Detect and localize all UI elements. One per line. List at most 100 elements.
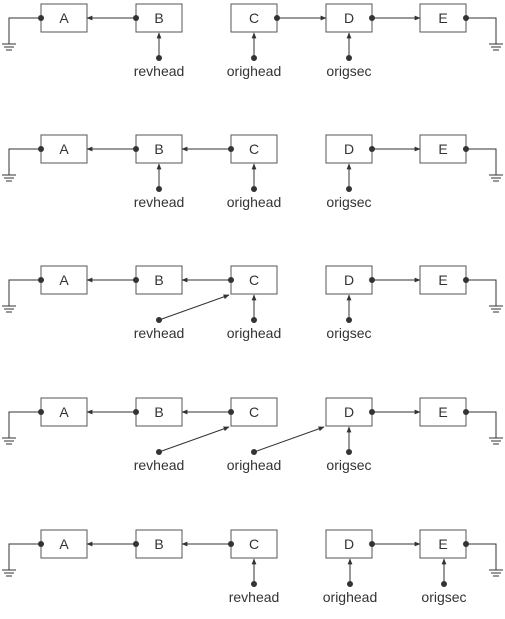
pointer-origsec: origsec bbox=[421, 559, 466, 605]
node-label: A bbox=[59, 272, 69, 288]
null-ground-a bbox=[2, 277, 44, 312]
null-ground-e bbox=[463, 277, 503, 312]
node-label: D bbox=[344, 536, 354, 552]
node-label: D bbox=[344, 10, 354, 26]
node-b: B bbox=[136, 4, 182, 32]
null-ground-a bbox=[2, 541, 44, 576]
node-a: A bbox=[41, 530, 87, 558]
node-b: B bbox=[136, 530, 182, 558]
link-c-to-b bbox=[182, 409, 234, 415]
pointer-label: origsec bbox=[326, 194, 371, 210]
pointer-label: revhead bbox=[134, 63, 185, 79]
node-label: E bbox=[438, 404, 447, 420]
pointer-orighead: orighead bbox=[227, 427, 324, 473]
node-c: C bbox=[231, 135, 277, 163]
link-b-to-a bbox=[87, 541, 139, 547]
null-ground-e bbox=[463, 146, 503, 181]
node-label: B bbox=[154, 141, 163, 157]
pointer-label: orighead bbox=[227, 63, 282, 79]
pointer-label: origsec bbox=[326, 457, 371, 473]
link-b-to-a bbox=[87, 146, 139, 152]
pointer-revhead: revhead bbox=[134, 427, 229, 473]
link-b-to-a bbox=[87, 277, 139, 283]
pointer-orighead: orighead bbox=[227, 295, 282, 341]
pointer-revhead: revhead bbox=[229, 559, 280, 605]
null-ground-a bbox=[2, 146, 44, 181]
null-ground-e bbox=[463, 409, 503, 444]
pointer-label: origsec bbox=[326, 63, 371, 79]
pointer-origsec: origsec bbox=[326, 33, 371, 79]
link-d-to-e bbox=[369, 541, 420, 547]
node-a: A bbox=[41, 398, 87, 426]
node-label: B bbox=[154, 272, 163, 288]
node-label: E bbox=[438, 272, 447, 288]
link-b-to-a bbox=[87, 15, 139, 21]
link-d-to-e bbox=[369, 277, 420, 283]
pointer-label: orighead bbox=[227, 457, 282, 473]
pointer-label: origsec bbox=[326, 325, 371, 341]
node-label: E bbox=[438, 10, 447, 26]
node-d: D bbox=[326, 530, 372, 558]
node-a: A bbox=[41, 4, 87, 32]
node-a: A bbox=[41, 266, 87, 294]
node-label: C bbox=[249, 10, 259, 26]
node-label: C bbox=[249, 141, 259, 157]
node-d: D bbox=[326, 4, 372, 32]
node-label: A bbox=[59, 141, 69, 157]
node-e: E bbox=[420, 4, 466, 32]
link-d-to-e bbox=[369, 146, 420, 152]
node-d: D bbox=[326, 266, 372, 294]
pointer-revhead: revhead bbox=[134, 295, 229, 341]
node-e: E bbox=[420, 266, 466, 294]
node-c: C bbox=[231, 4, 277, 32]
pointer-origsec: origsec bbox=[326, 427, 371, 473]
node-e: E bbox=[420, 135, 466, 163]
link-c-to-b bbox=[182, 541, 234, 547]
pointer-orighead: orighead bbox=[227, 33, 282, 79]
node-d: D bbox=[326, 135, 372, 163]
null-ground-a bbox=[2, 15, 44, 50]
node-e: E bbox=[420, 398, 466, 426]
pointer-orighead: orighead bbox=[227, 164, 282, 210]
null-ground-a bbox=[2, 409, 44, 444]
link-b-to-a bbox=[87, 409, 139, 415]
pointer-label: origsec bbox=[421, 589, 466, 605]
node-label: A bbox=[59, 10, 69, 26]
node-a: A bbox=[41, 135, 87, 163]
node-label: D bbox=[344, 404, 354, 420]
node-label: A bbox=[59, 536, 69, 552]
node-label: C bbox=[249, 272, 259, 288]
pointer-revhead: revhead bbox=[134, 33, 185, 79]
pointer-label: revhead bbox=[229, 589, 280, 605]
node-label: E bbox=[438, 141, 447, 157]
node-c: C bbox=[231, 266, 277, 294]
pointer-label: revhead bbox=[134, 457, 185, 473]
node-b: B bbox=[136, 398, 182, 426]
pointer-orighead: orighead bbox=[323, 559, 378, 605]
link-d-to-e bbox=[369, 15, 420, 21]
node-c: C bbox=[231, 398, 277, 426]
pointer-revhead: revhead bbox=[134, 164, 185, 210]
pointer-origsec: origsec bbox=[326, 164, 371, 210]
node-label: D bbox=[344, 141, 354, 157]
pointer-label: orighead bbox=[323, 589, 378, 605]
pointer-origsec: origsec bbox=[326, 295, 371, 341]
node-e: E bbox=[420, 530, 466, 558]
node-d: D bbox=[326, 398, 372, 426]
node-b: B bbox=[136, 135, 182, 163]
pointer-label: orighead bbox=[227, 194, 282, 210]
pointer-label: revhead bbox=[134, 325, 185, 341]
null-ground-e bbox=[463, 15, 503, 50]
link-c-to-b bbox=[182, 146, 234, 152]
node-label: C bbox=[249, 404, 259, 420]
node-label: C bbox=[249, 536, 259, 552]
pointer-label: orighead bbox=[227, 325, 282, 341]
node-label: A bbox=[59, 404, 69, 420]
link-c-to-b bbox=[182, 277, 234, 283]
